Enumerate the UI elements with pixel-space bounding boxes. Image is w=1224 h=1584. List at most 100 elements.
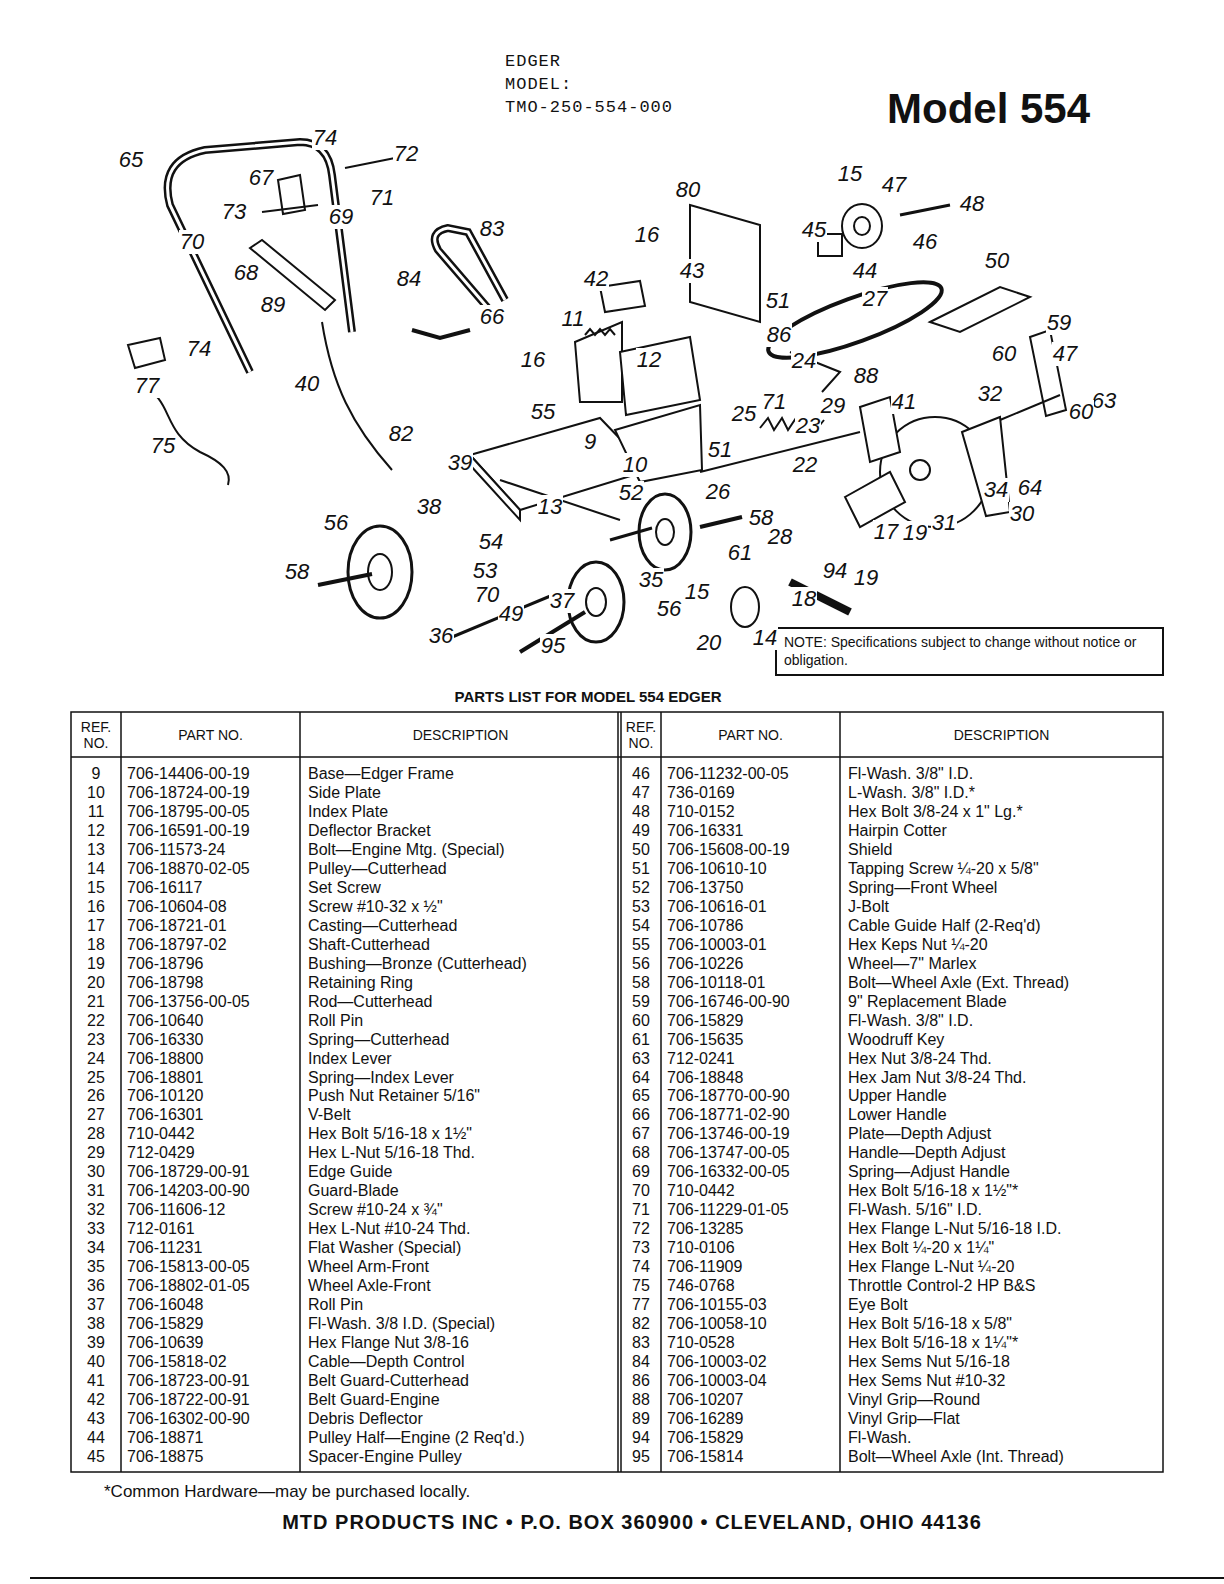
part-number: 706-18848: [667, 1068, 744, 1087]
callout-number: 47: [881, 173, 907, 197]
callout-number: 51: [765, 289, 791, 313]
callout-number: 71: [369, 186, 395, 210]
part-description: Bolt—Wheel Axle (Int. Thread): [848, 1447, 1064, 1466]
callout-number: 49: [498, 602, 524, 626]
part-number: 706-18801: [127, 1068, 204, 1087]
frame-part: [620, 337, 700, 415]
callout-number: 15: [684, 580, 710, 604]
ref-number: 61: [623, 1030, 659, 1049]
part-description: Spacer-Engine Pulley: [308, 1447, 462, 1466]
callout-number: 74: [312, 126, 338, 150]
part-description: Fl-Wash. 3/8" I.D.: [848, 764, 973, 783]
callout-number: 14: [752, 626, 778, 650]
ref-number: 42: [73, 1390, 119, 1409]
part-description: Hex L-Nut #10-24 Thd.: [308, 1219, 470, 1238]
part-description: Retaining Ring: [308, 973, 413, 992]
part-number: 706-16331: [667, 821, 744, 840]
callout-number: 70: [179, 230, 205, 254]
part-description: Wheel Axle-Front: [308, 1276, 431, 1295]
column-header: DESCRIPTION: [842, 727, 1161, 743]
callout-number: 75: [150, 434, 176, 458]
part-description: Spring—Front Wheel: [848, 878, 997, 897]
part-description: Eye Bolt: [848, 1295, 908, 1314]
part-description: Casting—Cutterhead: [308, 916, 457, 935]
part-description: Shaft-Cutterhead: [308, 935, 430, 954]
part-number: 706-18729-00-91: [127, 1162, 250, 1181]
callout-number: 47: [1052, 342, 1078, 366]
drive-part: [900, 205, 950, 215]
part-description: Hex Sems Nut #10-32: [848, 1371, 1005, 1390]
part-number: 706-16330: [127, 1030, 204, 1049]
ref-number: 36: [73, 1276, 119, 1295]
part-number: 706-18796: [127, 954, 204, 973]
part-number: 706-15608-00-19: [667, 840, 790, 859]
callout-number: 66: [479, 305, 505, 329]
part-number: 706-18802-01-05: [127, 1276, 250, 1295]
callout-number: 12: [636, 348, 662, 372]
wheels-part: [348, 526, 412, 618]
part-description: Hex Bolt ¼-20 x 1¼": [848, 1238, 994, 1257]
part-description: Hairpin Cotter: [848, 821, 947, 840]
callout-number: 88: [853, 364, 879, 388]
ref-number: 82: [623, 1314, 659, 1333]
part-number: 706-11232-00-05: [667, 764, 789, 783]
callout-number: 19: [853, 566, 879, 590]
part-number: 706-13756-00-05: [127, 992, 250, 1011]
callout-number: 59: [1046, 311, 1072, 335]
part-description: Wheel—7" Marlex: [848, 954, 976, 973]
part-number: 706-15829: [667, 1011, 744, 1030]
ref-number: 48: [623, 802, 659, 821]
ref-number: 58: [623, 973, 659, 992]
callout-number: 50: [984, 249, 1010, 273]
part-description: Lower Handle: [848, 1105, 947, 1124]
part-description: Index Plate: [308, 802, 388, 821]
footnote: *Common Hardware—may be purchased locall…: [104, 1482, 470, 1502]
frame-part: [470, 455, 520, 520]
part-description: Base—Edger Frame: [308, 764, 454, 783]
part-description: Push Nut Retainer 5/16": [308, 1086, 480, 1105]
callout-number: 15: [837, 162, 863, 186]
ref-number: 71: [623, 1200, 659, 1219]
part-description: Pulley Half—Engine (2 Req'd.): [308, 1428, 525, 1447]
parts-table-part: [617, 712, 619, 1472]
callout-number: 16: [520, 348, 546, 372]
part-description: V-Belt: [308, 1105, 351, 1124]
ref-number: 83: [623, 1333, 659, 1352]
ref-number: 23: [73, 1030, 119, 1049]
part-number: 706-18722-00-91: [127, 1390, 250, 1409]
part-description: Fl-Wash. 5/16" I.D.: [848, 1200, 982, 1219]
callout-number: 56: [656, 597, 682, 621]
ref-number: 56: [623, 954, 659, 973]
drive-part: [910, 460, 930, 480]
callout-number: 48: [959, 192, 985, 216]
part-description: J-Bolt: [848, 897, 889, 916]
callout-number: 54: [478, 530, 504, 554]
wheels-part: [568, 562, 624, 642]
ref-number: 12: [73, 821, 119, 840]
cables-part: [128, 338, 165, 368]
parts-table: [71, 712, 1163, 1472]
part-description: Handle—Depth Adjust: [848, 1143, 1005, 1162]
ref-number: 68: [623, 1143, 659, 1162]
part-number: 706-10226: [667, 954, 744, 973]
callout-number: 77: [134, 374, 160, 398]
part-number: 706-18721-01: [127, 916, 227, 935]
callout-number: 82: [388, 422, 414, 446]
callout-number: 61: [727, 541, 753, 565]
ref-number: 89: [623, 1409, 659, 1428]
part-number: 706-10003-04: [667, 1371, 767, 1390]
part-description: Hex Jam Nut 3/8-24 Thd.: [848, 1068, 1026, 1087]
part-description: Hex Bolt 5/16-18 x 1½": [308, 1124, 472, 1143]
part-number: 706-10610-10: [667, 859, 767, 878]
part-description: Hex Bolt 5/16-18 x 5/8": [848, 1314, 1012, 1333]
callout-number: 40: [294, 372, 320, 396]
part-number: 706-15635: [667, 1030, 744, 1049]
part-number: 706-18724-00-19: [127, 783, 250, 802]
ref-number: 20: [73, 973, 119, 992]
ref-number: 15: [73, 878, 119, 897]
parts-table-part: [620, 712, 622, 1472]
ref-number: 50: [623, 840, 659, 859]
part-number: 706-15829: [127, 1314, 204, 1333]
part-number: 706-14203-00-90: [127, 1181, 250, 1200]
frame-part: [585, 329, 615, 335]
